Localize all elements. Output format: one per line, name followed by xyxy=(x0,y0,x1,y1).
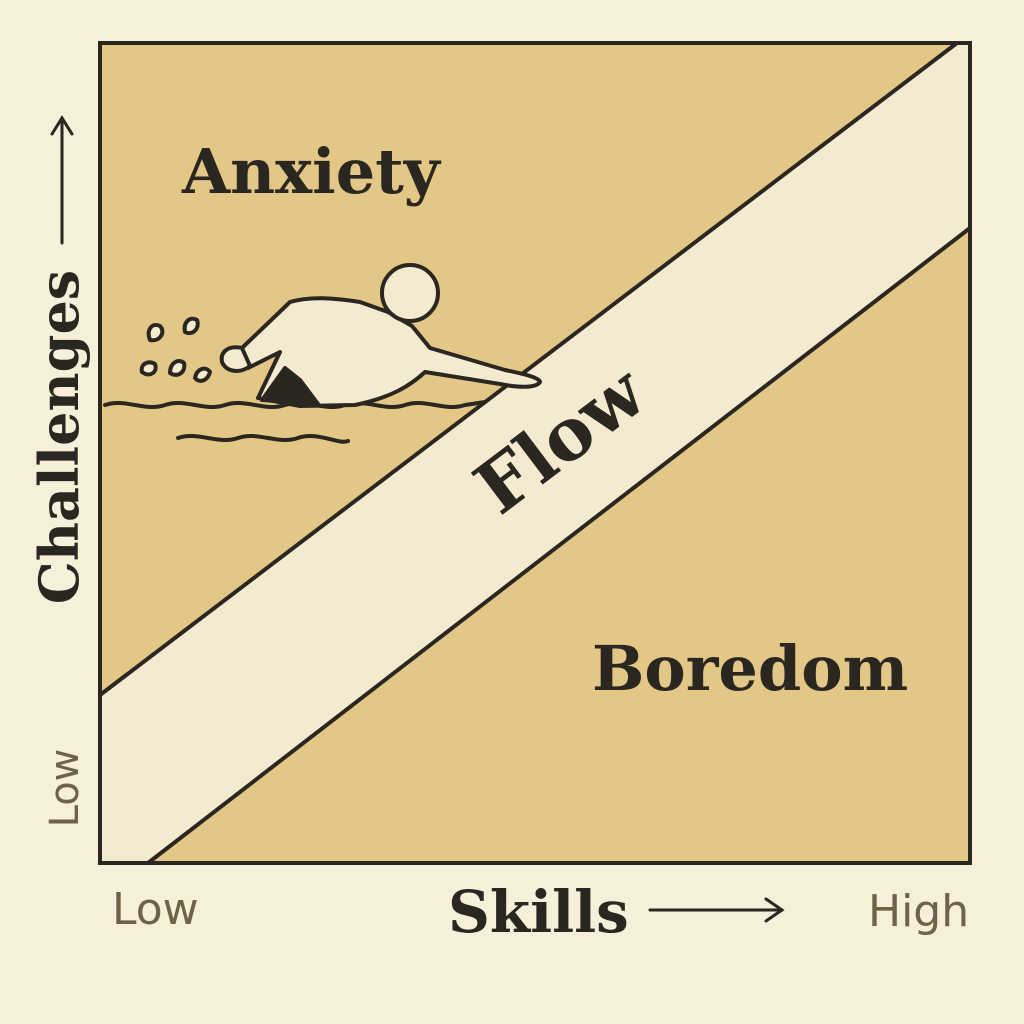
x-axis-low-label: Low xyxy=(112,884,199,935)
flow-band-upper-edge xyxy=(98,41,959,697)
arrow-up-icon xyxy=(50,115,74,245)
arrow-right-icon xyxy=(648,897,785,923)
plot-frame xyxy=(98,41,972,865)
flow-band-lower-edge xyxy=(146,226,972,865)
x-axis-title: Skills xyxy=(448,878,629,946)
y-axis-low-label: Low xyxy=(42,749,88,828)
flow-band xyxy=(100,43,970,863)
y-axis-title: Challenges xyxy=(27,270,91,604)
anxiety-label: Anxiety xyxy=(181,135,442,208)
boredom-label: Boredom xyxy=(592,632,908,705)
x-axis-high-label: High xyxy=(868,886,969,937)
swimmer-icon xyxy=(103,263,542,444)
